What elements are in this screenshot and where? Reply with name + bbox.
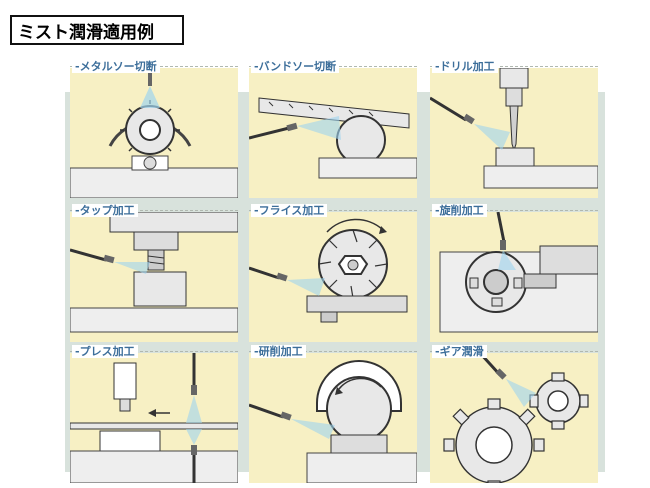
pressing-illustration — [70, 353, 238, 483]
panel-label-turning: 旋削加工 — [432, 204, 487, 217]
turning-illustration — [439, 212, 598, 333]
panel-gear-lubrication: ギア潤滑 — [430, 345, 598, 483]
panel-label-band-saw: バンドソー切断 — [251, 60, 340, 73]
gear-lubrication-illustration — [443, 353, 589, 483]
milling-illustration — [249, 218, 408, 323]
panel-label-milling: フライス加工 — [251, 204, 328, 217]
panel-label-tapping: タップ加工 — [72, 204, 138, 217]
panel-label-gear-lubrication: ギア潤滑 — [432, 345, 487, 358]
panel-label-metal-saw: メタルソー切断 — [72, 60, 160, 73]
band-saw-illustration — [249, 97, 417, 179]
tapping-illustration — [70, 212, 238, 333]
panel-grinding: 研削加工 — [249, 345, 417, 483]
panel-band-saw: バンドソー切断 — [249, 60, 417, 198]
metal-saw-illustration — [70, 72, 238, 198]
drilling-illustration — [430, 68, 598, 189]
panel-drilling: ドリル加工 — [430, 60, 598, 198]
panel-label-grinding: 研削加工 — [251, 345, 306, 358]
panel-metal-saw: メタルソー切断 — [70, 60, 238, 198]
panel-pressing: プレス加工 — [70, 345, 238, 483]
panel-turning: 旋削加工 — [430, 204, 598, 342]
panel-milling: フライス加工 — [249, 204, 417, 342]
page-title: ミスト潤滑適用例 — [10, 15, 184, 45]
panel-tapping: タップ加工 — [70, 204, 238, 342]
grinding-illustration — [249, 360, 417, 483]
panel-label-pressing: プレス加工 — [72, 345, 138, 358]
panel-label-drilling: ドリル加工 — [432, 60, 498, 73]
